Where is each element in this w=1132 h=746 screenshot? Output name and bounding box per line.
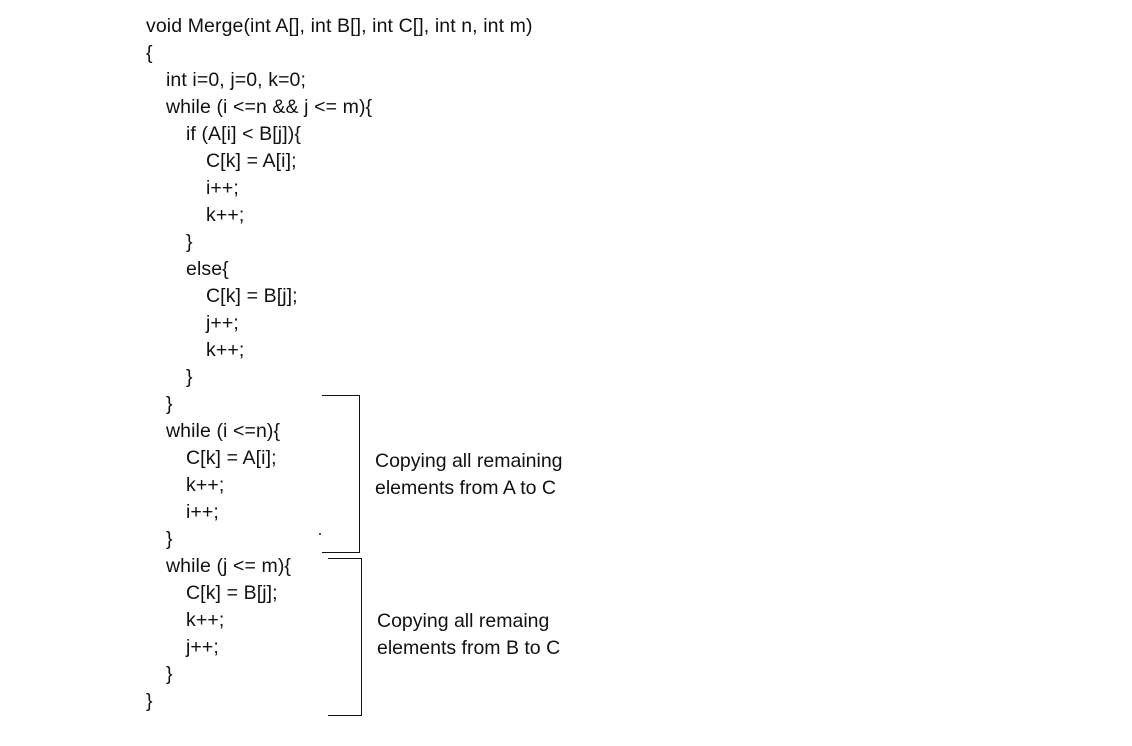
code-line-26: } [146, 690, 153, 712]
code-line-15: } [166, 393, 173, 415]
stray-dot [319, 533, 321, 535]
bracket-copy-b [328, 558, 362, 716]
code-line-7: i++; [206, 177, 239, 199]
code-line-24: j++; [186, 636, 219, 658]
code-line-5: if (A[i] < B[j]){ [186, 123, 301, 145]
annotation-copy-b-line1: Copying all remaing [377, 610, 550, 632]
code-line-2: { [146, 42, 153, 64]
code-line-21: while (j <= m){ [166, 555, 292, 577]
code-line-14: } [186, 366, 193, 388]
annotation-copy-a-line1: Copying all remaining [375, 450, 563, 472]
code-line-25: } [166, 663, 173, 685]
bracket-copy-a [322, 395, 360, 553]
code-line-8: k++; [206, 204, 245, 226]
code-line-10: else{ [186, 258, 229, 280]
code-line-23: k++; [186, 609, 225, 631]
annotation-copy-b-line2: elements from B to C [377, 637, 561, 659]
code-line-4: while (i <=n && j <= m){ [166, 96, 373, 118]
code-line-20: } [166, 528, 173, 550]
code-line-11: C[k] = B[j]; [206, 285, 298, 307]
code-line-17: C[k] = A[i]; [186, 447, 277, 469]
code-line-16: while (i <=n){ [166, 420, 281, 442]
code-line-13: k++; [206, 339, 245, 361]
code-line-12: j++; [206, 312, 239, 334]
code-line-9: } [186, 231, 193, 253]
code-line-22: C[k] = B[j]; [186, 582, 278, 604]
code-line-3: int i=0, j=0, k=0; [166, 69, 307, 91]
code-line-19: i++; [186, 501, 219, 523]
code-line-6: C[k] = A[i]; [206, 150, 297, 172]
code-line-1: void Merge(int A[], int B[], int C[], in… [146, 15, 533, 37]
code-line-18: k++; [186, 474, 225, 496]
annotation-copy-a-line2: elements from A to C [375, 477, 556, 499]
